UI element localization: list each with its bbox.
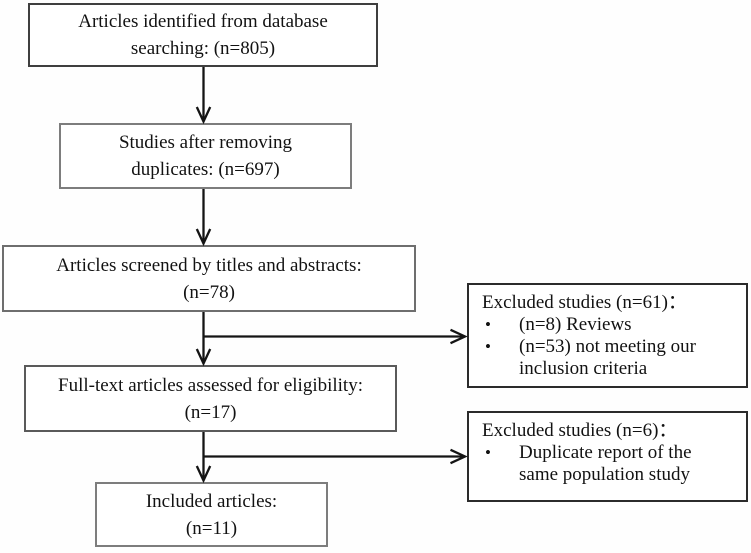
box-after-duplicates: Studies after removing duplicates: (n=69… [59,123,352,189]
box-screened-line1: Articles screened by titles and abstract… [56,254,362,276]
bullet-icon: • [485,443,491,462]
excluded-screening-title: Excluded studies (n=61)： [482,292,687,313]
excluded-fulltext-title: Excluded studies (n=6)： [482,420,678,441]
excluded-screening-item: • (n=53) not meeting our inclusion crite… [482,336,734,380]
bullet-icon: • [485,315,491,334]
box-articles-identified-line2: searching: (n=805) [130,38,276,59]
box-included: Included articles: (n=11) [95,482,328,547]
arrow-screened-to-fulltext [195,312,212,367]
arrow-fulltext-to-included [195,432,212,484]
box-excluded-fulltext: Excluded studies (n=6)： • Duplicate repo… [467,411,748,502]
excluded-screening-item-text: (n=53) not meeting our inclusion criteri… [519,336,696,379]
arrow-identified-to-duplicates [195,67,212,125]
box-articles-identified-line1: Articles identified from database [78,11,328,32]
excluded-fulltext-item-text: Duplicate report of the same population … [519,442,692,485]
box-included-line1: Included articles: [145,490,278,512]
bullet-icon: • [485,337,491,356]
box-fulltext-assessed-line2: (n=17) [184,401,237,423]
box-screened: Articles screened by titles and abstract… [2,245,416,312]
box-after-duplicates-line2: duplicates: (n=697) [131,159,280,180]
box-fulltext-assessed: Full-text articles assessed for eligibil… [24,365,397,432]
excluded-screening-item: • (n=8) Reviews [482,314,734,336]
box-fulltext-assessed-line1: Full-text articles assessed for eligibil… [58,374,363,396]
arrow-duplicates-to-screened [195,189,212,247]
box-excluded-screening: Excluded studies (n=61)： • (n=8) Reviews… [467,283,748,388]
excluded-fulltext-item: • Duplicate report of the same populatio… [482,442,734,486]
box-articles-identified: Articles identified from database search… [28,3,378,67]
excluded-screening-item-text: (n=8) Reviews [519,314,632,335]
arrow-branch-to-excluded-fulltext [203,448,468,465]
box-included-line2: (n=11) [185,517,238,539]
box-screened-line2: (n=78) [183,281,235,303]
arrow-branch-to-excluded-screening [203,328,468,345]
box-after-duplicates-line1: Studies after removing [118,132,293,153]
